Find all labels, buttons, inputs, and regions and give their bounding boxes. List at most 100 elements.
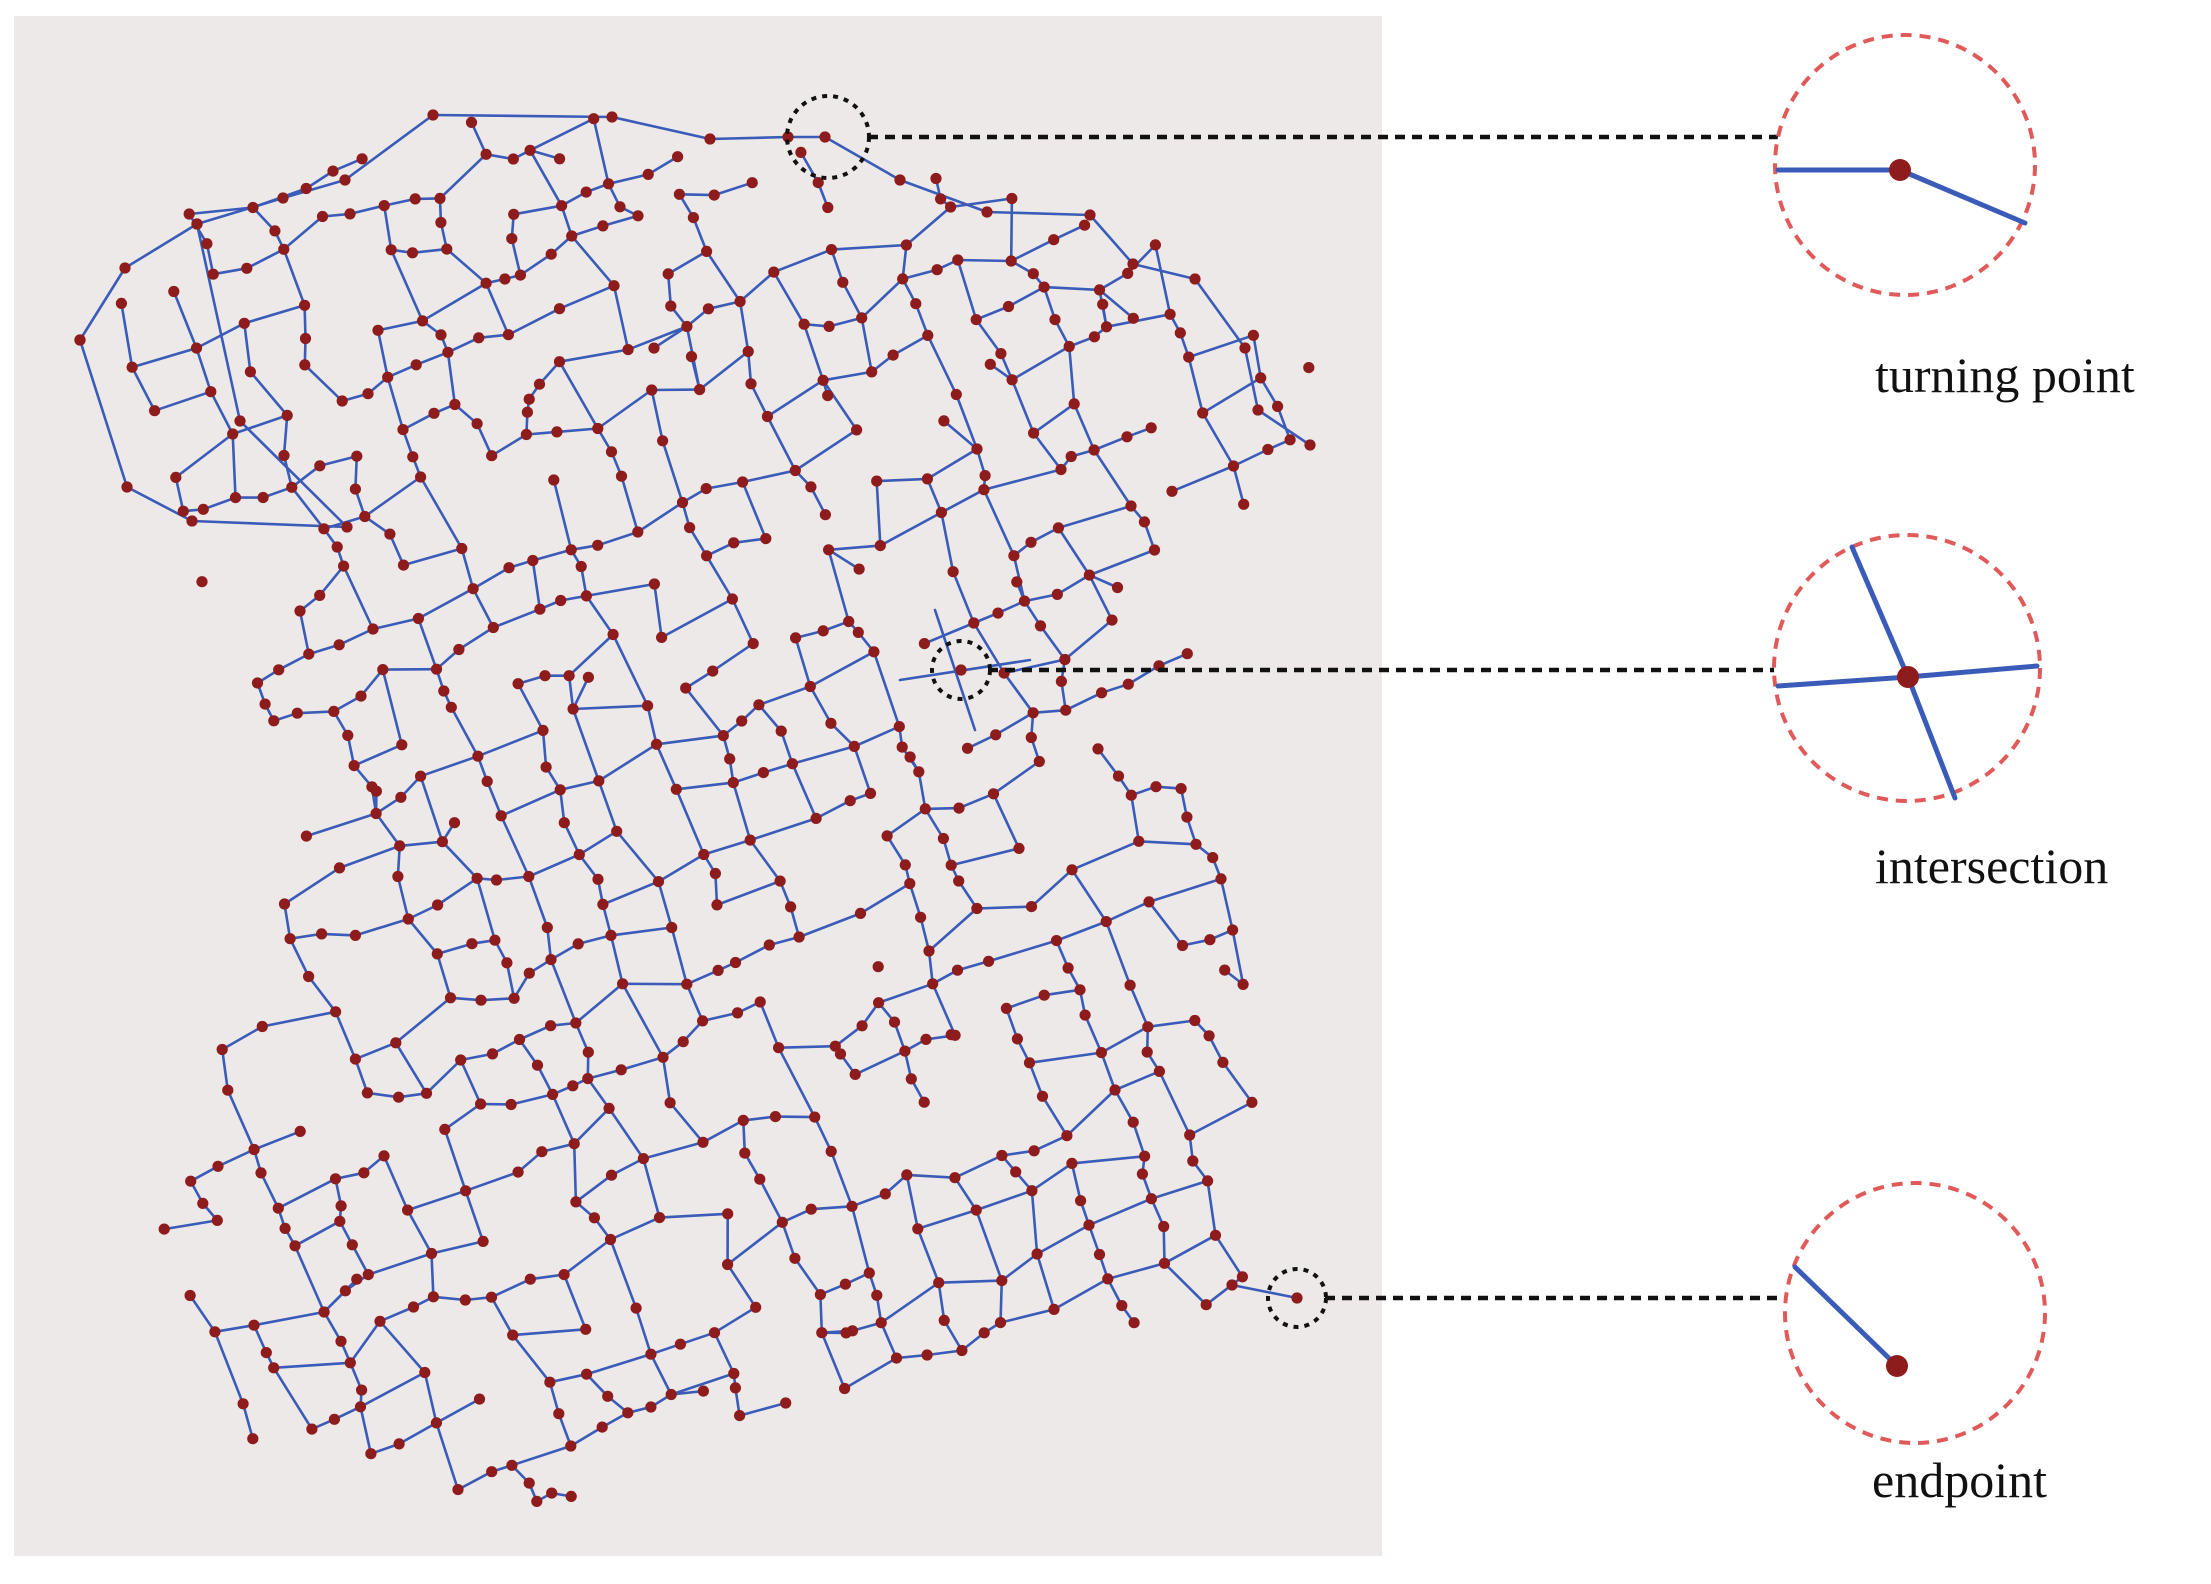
road-node <box>727 777 739 789</box>
road-segment <box>307 975 337 1014</box>
road-node <box>546 1487 558 1499</box>
road-node <box>567 703 579 715</box>
road-node <box>994 1317 1007 1329</box>
road-node <box>615 470 628 482</box>
road-node <box>1066 1157 1078 1169</box>
road-node <box>341 521 353 533</box>
road-segment <box>992 760 1041 796</box>
road-node <box>406 247 419 259</box>
road-node <box>1025 536 1037 548</box>
road-node <box>1189 1014 1201 1027</box>
road-node <box>839 1382 851 1395</box>
road-node <box>852 626 864 639</box>
road-node <box>840 1327 852 1339</box>
road-node <box>1038 281 1050 293</box>
road-segment <box>741 469 797 484</box>
road-node <box>234 415 246 427</box>
road-segment <box>601 214 640 228</box>
road-node <box>798 318 810 330</box>
road-segment <box>120 302 134 369</box>
road-segment <box>607 173 650 186</box>
road-segment <box>1070 1162 1082 1202</box>
road-node <box>291 707 303 719</box>
road-segment <box>1100 1025 1150 1054</box>
road-segment <box>1030 1189 1039 1256</box>
road-segment <box>1104 900 1151 923</box>
road-segment <box>464 1170 520 1193</box>
road-node <box>435 329 447 341</box>
intersection-road-c <box>1849 544 1911 680</box>
road-segment <box>1232 448 1270 468</box>
road-node <box>508 992 520 1004</box>
road-node <box>582 1073 594 1085</box>
road-segment <box>985 210 1092 217</box>
road-node <box>523 870 535 883</box>
road-segment <box>1188 1101 1254 1137</box>
road-segment <box>394 996 452 1045</box>
road-segment <box>231 432 237 499</box>
road-node <box>1026 1185 1038 1197</box>
road-node <box>1068 398 1080 410</box>
intersection-zoom <box>1772 533 2042 803</box>
road-node <box>506 233 518 245</box>
road-node <box>481 775 493 788</box>
road-node <box>533 378 546 390</box>
road-segment <box>827 316 864 328</box>
road-node <box>922 329 934 341</box>
road-node <box>537 724 549 737</box>
road-node <box>545 954 557 966</box>
road-segment <box>1106 1262 1166 1281</box>
road-node <box>299 359 311 371</box>
road-node <box>289 1240 301 1252</box>
road-segment <box>1204 1275 1244 1306</box>
road-node <box>434 192 446 204</box>
road-node <box>531 1495 543 1507</box>
road-segment <box>78 266 127 342</box>
road-segment <box>557 1412 573 1448</box>
road-node <box>1092 743 1104 755</box>
road-segment <box>421 281 488 323</box>
road-node <box>1048 1303 1060 1315</box>
road-segment <box>802 322 825 382</box>
road-node <box>502 329 514 341</box>
road-node <box>971 443 983 455</box>
road-node <box>1237 978 1249 991</box>
road-node <box>473 332 485 344</box>
road-node <box>1183 351 1195 363</box>
road-segment <box>974 1208 1004 1282</box>
road-node <box>1158 1257 1171 1269</box>
road-segment <box>288 937 310 978</box>
road-segment <box>576 934 613 946</box>
road-node <box>1008 550 1020 562</box>
road-node <box>412 612 424 625</box>
road-segment <box>211 266 249 276</box>
road-segment <box>766 415 797 472</box>
road-segment <box>749 382 769 418</box>
road-node <box>1093 284 1106 296</box>
road-node <box>237 1398 249 1410</box>
road-segment <box>1072 402 1096 452</box>
road-node <box>1062 962 1074 974</box>
road-node <box>1116 1300 1128 1312</box>
road-node <box>863 1267 875 1279</box>
road-node <box>1175 783 1187 795</box>
road-segment <box>438 153 488 200</box>
road-segment <box>406 917 439 956</box>
road-segment <box>901 268 939 281</box>
road-segment <box>123 222 199 270</box>
road-node <box>419 1366 431 1379</box>
road-node <box>303 970 315 983</box>
road-node <box>523 1477 535 1489</box>
road-segment <box>878 511 943 547</box>
road-segment <box>879 1281 941 1324</box>
road-segment <box>821 370 874 382</box>
road-node <box>829 1040 841 1052</box>
road-segment <box>435 952 452 1000</box>
road-node <box>344 1357 356 1369</box>
road-node <box>244 366 256 378</box>
road-segment <box>1039 624 1067 661</box>
road-node <box>665 1388 677 1401</box>
road-node <box>996 1149 1008 1162</box>
road-segment <box>354 917 410 937</box>
road-node <box>349 1053 361 1065</box>
